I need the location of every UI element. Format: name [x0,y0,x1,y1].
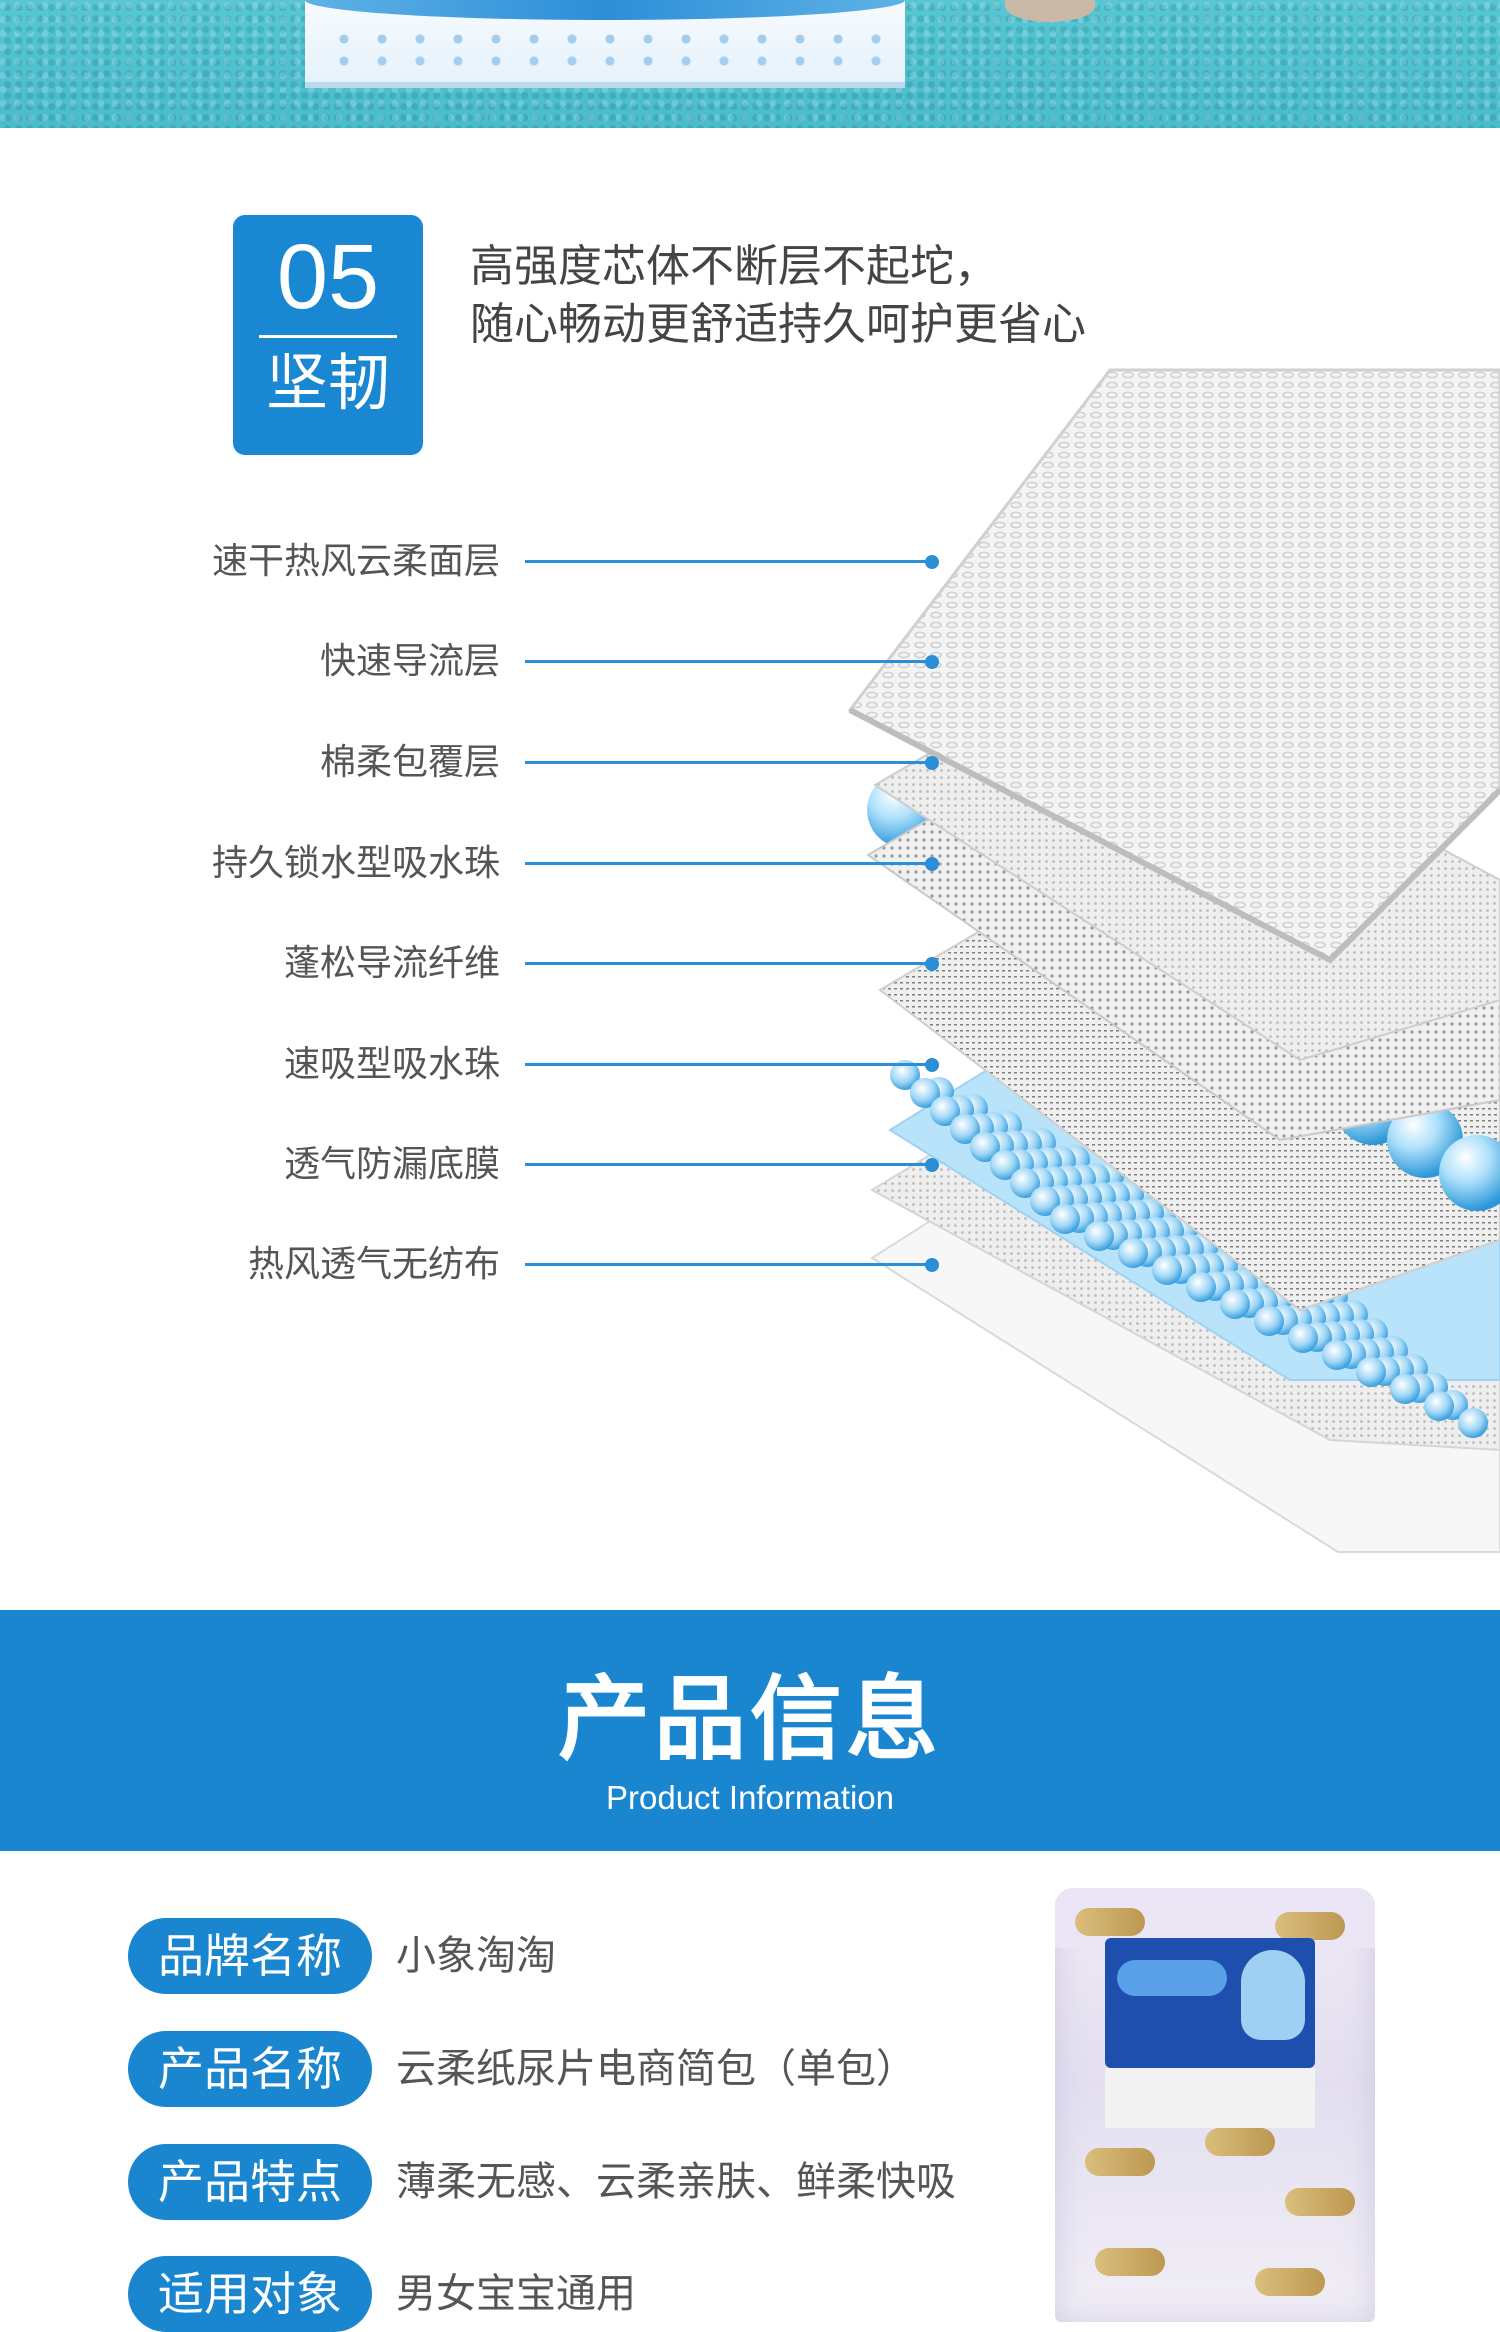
product-info-title: 产品信息 [557,1666,942,1773]
feature-desc-line-1: 高强度芯体不断层不起坨， [470,241,998,292]
product-info-subtitle: Product Information [606,1779,894,1816]
info-key-brand: 品牌名称 [128,1918,372,1994]
small-bead [1152,1255,1182,1285]
small-bead [1254,1306,1284,1336]
info-value-target: 男女宝宝通用 [396,2271,636,2317]
badge-divider [259,335,397,338]
large-bead [1439,1135,1500,1211]
small-bead [990,1150,1020,1180]
small-bead [1220,1289,1250,1319]
layer-label-4: 持久锁水型吸水珠 [211,843,500,884]
feature-desc-line-2: 随心畅动更舒适持久呵护更省心 [470,299,1086,350]
layer-diagram: 速干热风云柔面层 快速导流层 棉柔包覆层 持久锁水型吸水珠 蓬松导流纤维 速吸型… [0,340,1500,1580]
layer-leader-line-3 [525,761,931,764]
pack-label [1105,1938,1315,2128]
small-bead [1322,1340,1352,1370]
small-bead [1424,1391,1454,1421]
info-key-product-name: 产品名称 [128,2031,372,2107]
info-value-brand: 小象淘淘 [396,1933,556,1979]
layer-leader-line-6 [525,1063,931,1066]
feature-title: 坚韧 [265,346,390,419]
info-value-product-name: 云柔纸尿片电商简包（单包） [396,2046,916,2092]
layer-dot-5 [925,957,939,971]
layer-stack-illustration [847,368,1500,1553]
small-bead [1356,1357,1386,1387]
feature-badge: 05 坚韧 [233,215,423,455]
small-bead [970,1132,1000,1162]
layer-label-6: 速吸型吸水珠 [283,1044,500,1085]
product-info-banner: 产品信息 Product Information [0,1610,1500,1851]
hero-photo [0,0,1500,128]
product-box-image [305,0,905,88]
small-bead [890,1060,920,1090]
small-bead [1118,1238,1148,1268]
layer-leader-line-4 [525,862,931,865]
small-bead [910,1078,940,1108]
layer-leader-line-2 [525,660,931,663]
layer-label-1: 速干热风云柔面层 [211,541,500,582]
layer-dot-2 [925,655,939,669]
layer-label-3: 棉柔包覆层 [319,742,500,783]
layer-leader-line-7 [525,1163,931,1166]
layer-label-8: 热风透气无纺布 [247,1244,500,1285]
feature-description: 高强度芯体不断层不起坨， 随心畅动更舒适持久呵护更省心 [470,238,1086,354]
product-pack-image [1055,1888,1375,2322]
small-bead [1186,1272,1216,1302]
small-bead [930,1096,960,1126]
small-bead [1050,1204,1080,1234]
layer-leader-line-8 [525,1263,931,1266]
layer-label-5: 蓬松导流纤维 [283,943,500,984]
layer-dot-6 [925,1058,939,1072]
layer-label-2: 快速导流层 [319,641,500,682]
layer-dot-4 [925,857,939,871]
small-bead [1010,1168,1040,1198]
layer-dot-8 [925,1258,939,1272]
small-bead [1458,1408,1488,1438]
jar-image [1005,0,1095,22]
small-bead [950,1114,980,1144]
small-bead [1084,1221,1114,1251]
layer-dot-3 [925,756,939,770]
small-bead [1390,1374,1420,1404]
layer-leader-line-1 [525,560,931,563]
feature-number: 05 [276,226,380,328]
layer-leader-line-5 [525,962,931,965]
info-key-features: 产品特点 [128,2144,372,2220]
small-bead [1030,1186,1060,1216]
info-key-target: 适用对象 [128,2256,372,2332]
info-value-features: 薄柔无感、云柔亲肤、鲜柔快吸 [396,2159,956,2205]
layer-dot-7 [925,1158,939,1172]
layer-dot-1 [925,555,939,569]
elephant-mascot-icon [1241,1950,1305,2040]
layer-label-7: 透气防漏底膜 [283,1144,500,1185]
small-bead [1288,1323,1318,1353]
